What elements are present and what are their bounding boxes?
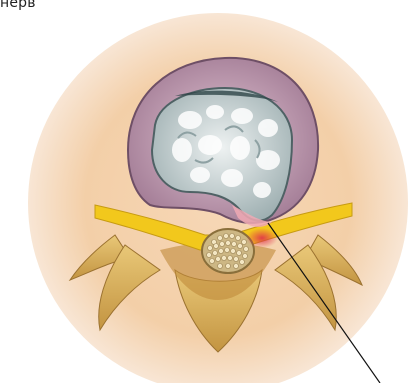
spinal-cord (202, 229, 254, 273)
